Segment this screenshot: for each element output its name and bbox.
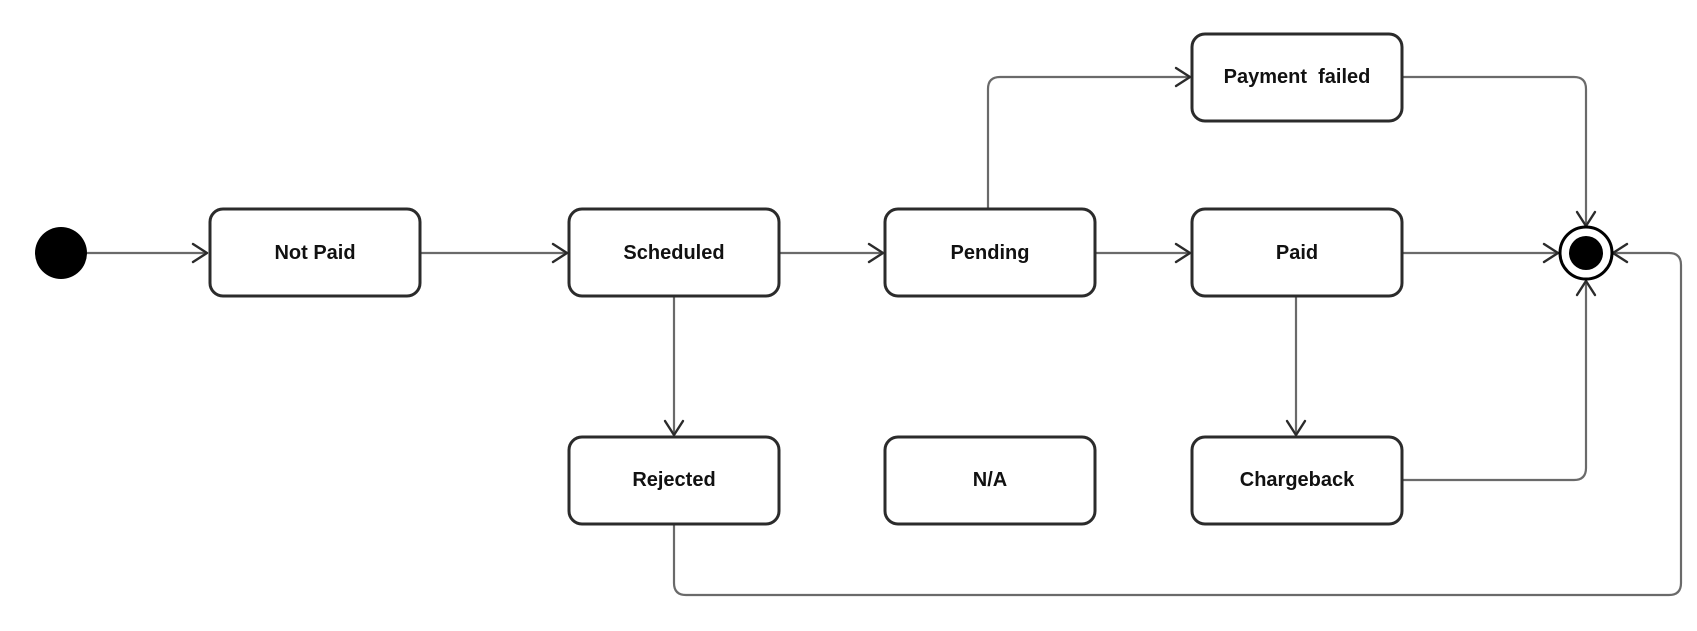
edge-chargeback-to-final [1401,281,1588,482]
arrow-pending-in [867,242,885,264]
state-label: Scheduled [623,242,724,264]
state-not-paid: Not Paid [208,207,422,298]
edge-payment-failed-to-final [1401,75,1588,226]
state-paid: Paid [1190,207,1404,298]
state-na: N/A [883,435,1097,526]
state-label: Pending [951,242,1030,264]
state-label: Paid [1276,242,1318,264]
state-label: Chargeback [1240,469,1355,491]
final-state-node [1558,225,1614,281]
arrow-rejected-in [663,419,685,437]
arrow-scheduled-in [551,242,569,264]
state-label: Rejected [632,469,715,491]
state-chargeback: Chargeback [1190,435,1404,526]
state-payment-failed: Payment failed [1190,32,1404,123]
state-label: N/A [973,469,1007,491]
arrow-chargeback-in [1285,419,1307,437]
state-pending: Pending [883,207,1097,298]
arrow-paid-in [1174,242,1192,264]
edge-pending-to-payment-failed [986,75,1190,208]
state-rejected: Rejected [567,435,781,526]
arrow-final-bottom-in [1575,279,1597,297]
arrow-final-left-in [1542,242,1560,264]
state-scheduled: Scheduled [567,207,781,298]
arrow-not-paid-in [191,242,209,264]
state-label: Not Paid [274,242,355,264]
state-label: Payment failed [1224,66,1371,88]
initial-state-node [35,227,87,279]
edge-rejected-to-final [672,251,1683,597]
arrow-payment-failed-in [1174,66,1192,88]
transitions [87,66,1683,597]
